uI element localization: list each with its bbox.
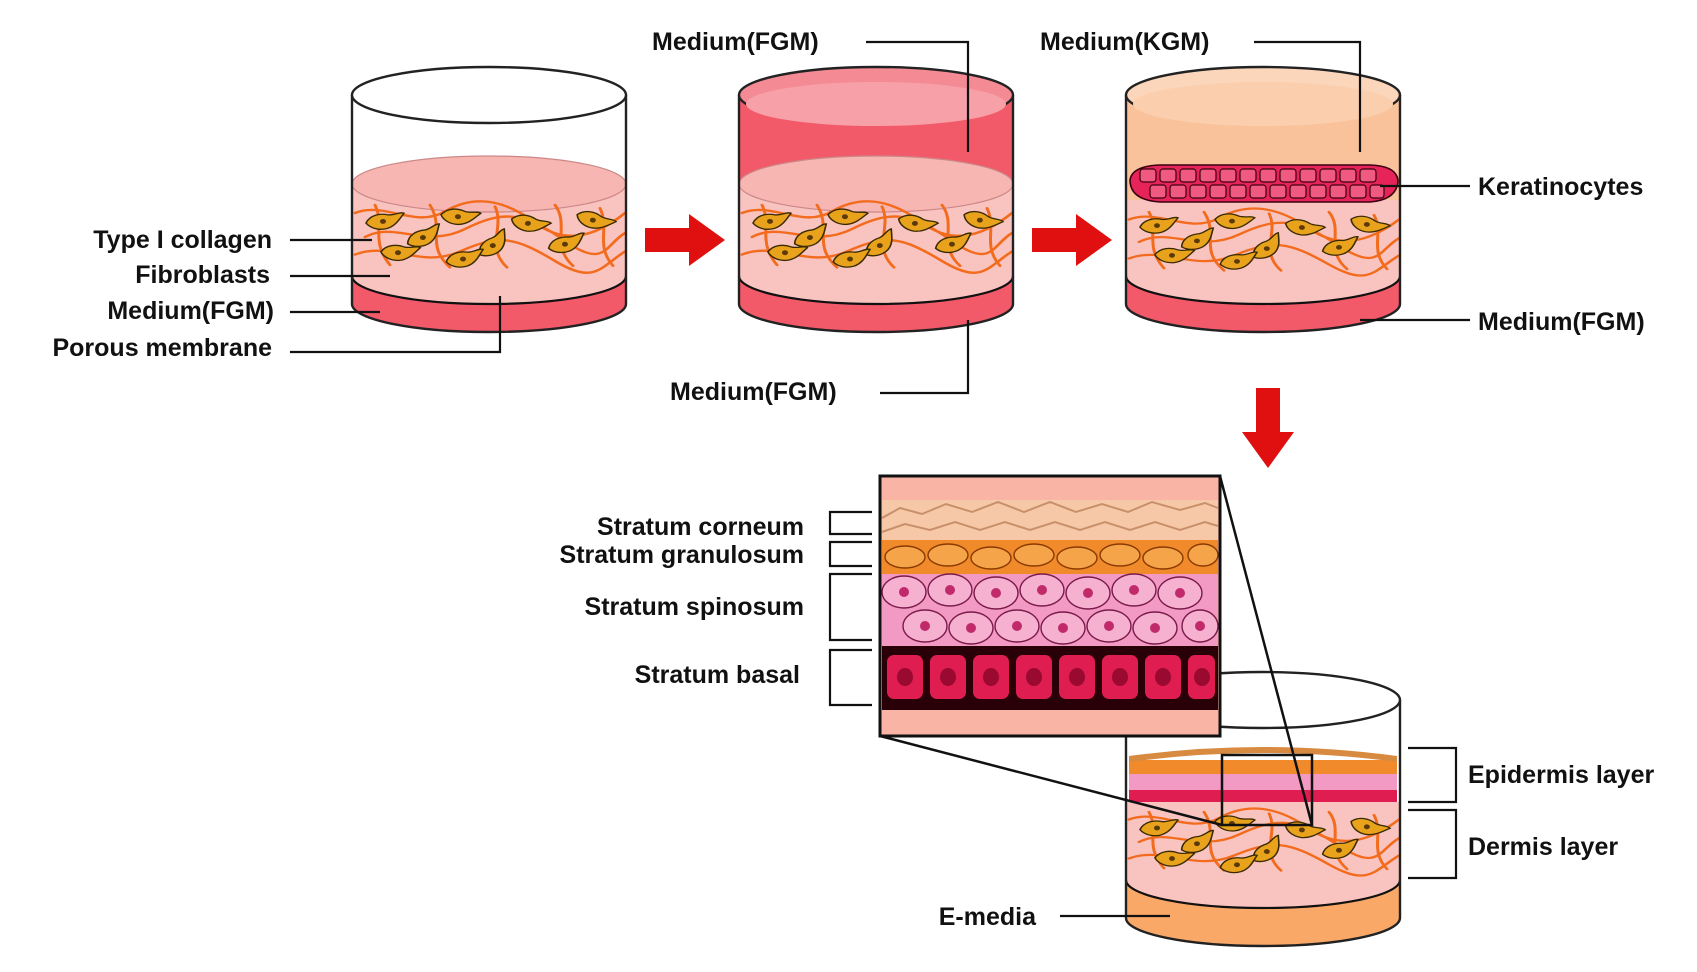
arrow-1-to-2 <box>645 214 725 266</box>
label-medium-fgm-well2-bottom: Medium(FGM) <box>670 378 837 406</box>
well-2 <box>737 65 1015 334</box>
label-type-i-collagen: Type I collagen <box>93 226 272 254</box>
label-fibroblasts: Fibroblasts <box>135 261 270 289</box>
well-3 <box>1124 65 1402 334</box>
label-stratum-corneum: Stratum corneum <box>597 513 804 541</box>
label-medium-kgm: Medium(KGM) <box>1040 28 1209 56</box>
label-porous-membrane: Porous membrane <box>52 334 272 362</box>
label-keratinocytes: Keratinocytes <box>1478 173 1643 201</box>
label-epidermis-layer: Epidermis layer <box>1468 761 1654 789</box>
label-medium-fgm-well1: Medium(FGM) <box>107 297 274 325</box>
label-e-media: E-media <box>939 903 1037 931</box>
label-medium-fgm-well3: Medium(FGM) <box>1478 308 1645 336</box>
leader-lines <box>290 40 1470 918</box>
label-stratum-basal: Stratum basal <box>635 661 800 689</box>
epidermis-zoom-panel <box>878 474 1314 827</box>
label-dermis-layer: Dermis layer <box>1468 833 1618 861</box>
arrow-2-to-3 <box>1032 214 1112 266</box>
label-stratum-spinosum: Stratum spinosum <box>585 593 804 621</box>
label-medium-fgm-well2-top: Medium(FGM) <box>652 28 819 56</box>
well-1 <box>350 65 628 334</box>
label-stratum-granulosum: Stratum granulosum <box>560 541 804 569</box>
arrow-3-to-4 <box>1242 388 1294 468</box>
